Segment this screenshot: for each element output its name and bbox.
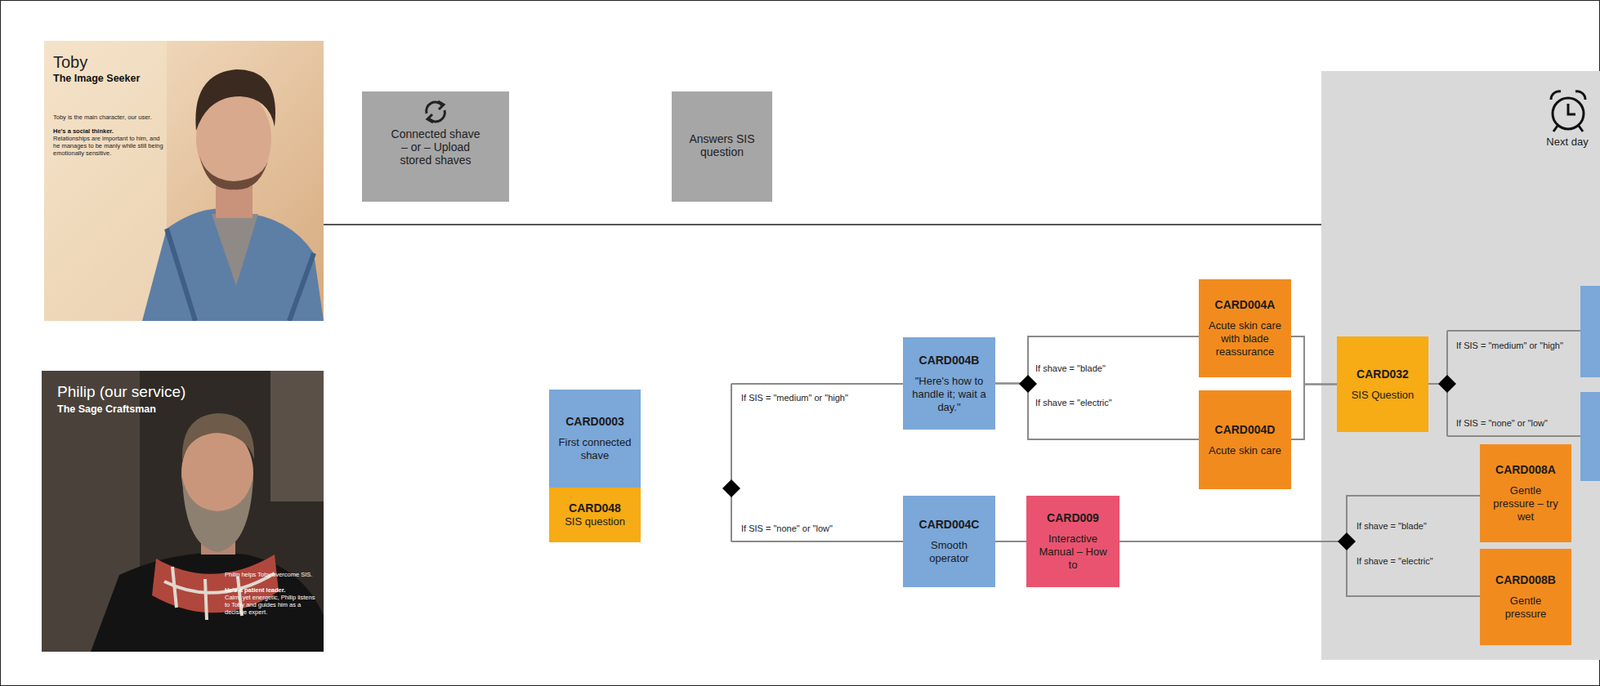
card-body: Acute skin care with blade reassurance	[1206, 319, 1283, 359]
edge-label: If shave = "electric"	[1356, 556, 1434, 567]
clock-face	[1552, 98, 1584, 130]
connector	[1291, 384, 1337, 441]
refresh-head	[437, 101, 444, 110]
alarm-clock-icon	[1550, 91, 1586, 132]
card-body: Gentle pressure	[1488, 594, 1564, 622]
content-card: CARD004C Smooth operator	[902, 496, 996, 588]
persona-note: He's a patient leader.	[224, 586, 323, 595]
persona-note: Toby is the main character, our user.	[53, 113, 176, 121]
timeline	[323, 223, 1322, 226]
decision-diamond	[1337, 532, 1356, 551]
branch-label: If SIS = "none" or "low"	[741, 523, 833, 534]
persona-name: Toby	[53, 52, 299, 72]
connector	[995, 540, 1027, 543]
persona-note: Relationships are important to him, and …	[53, 134, 168, 157]
branch-label: If SIS = "medium" or "high"	[741, 393, 849, 403]
persona-photo: TobyThe Image SeekerToby is the main cha…	[44, 40, 324, 322]
edge-label: If shave = "blade"	[1035, 363, 1106, 374]
refresh-arc	[426, 102, 443, 114]
illustration-shape	[182, 477, 254, 553]
persona-note: Calm, yet energetic, Philip listens to T…	[224, 594, 320, 617]
cut-off-card	[1580, 392, 1600, 482]
illustration-shape	[195, 69, 276, 131]
step-text: Answers SIS question	[681, 132, 764, 159]
connector	[995, 384, 1199, 441]
illustration-shape	[270, 370, 324, 502]
illustration-shape	[90, 553, 324, 653]
card-body: Acute skin care	[1208, 444, 1282, 458]
connector	[1119, 541, 1480, 597]
content-card: CARD004B "Here's how to handle it; wait a…	[902, 337, 996, 430]
step-text: Connected shave – or – Upload stored sha…	[389, 127, 482, 167]
card-body: Interactive Manual – How to	[1034, 532, 1112, 573]
card-body: "Here's how to handle it; wait a day."	[911, 375, 988, 415]
persona-role: The Image Seeker	[53, 72, 299, 85]
connector	[1119, 496, 1480, 542]
clock-hands	[1568, 103, 1576, 115]
illustration-shape	[142, 209, 324, 322]
decision-wire	[1428, 330, 1581, 437]
decision-diamond	[1018, 375, 1037, 394]
step-box: Answers SIS question	[671, 91, 773, 202]
persona-name: Philip (our service)	[57, 383, 303, 403]
connector	[1291, 336, 1337, 385]
edge-label: If shave = "blade"	[1356, 521, 1427, 532]
content-card: CARD008A Gentle pressure – try wet	[1479, 444, 1572, 543]
branch-label: If SIS = "none" or "low"	[1456, 418, 1548, 429]
clock-legs	[1553, 125, 1583, 132]
refresh-head	[427, 114, 434, 123]
branch-label: If SIS = "medium" or "high"	[1456, 340, 1564, 351]
step-box: Connected shave – or – Upload stored sha…	[362, 91, 510, 202]
clock-bell	[1550, 91, 1561, 100]
content-card: CARD004A Acute skin care with blade reass…	[1198, 279, 1292, 378]
card-id: CARD009	[1046, 511, 1100, 525]
card-id: CARD032	[1356, 367, 1409, 381]
clock-bell	[1575, 91, 1586, 100]
content-card: CARD004D Acute skin care	[1198, 390, 1292, 490]
card-id: CARD004D	[1215, 423, 1276, 437]
content-card: CARD0003First connected shave	[549, 389, 641, 488]
card-id: CARD004A	[1215, 298, 1276, 312]
illustration-shape	[41, 370, 324, 653]
card-id: CARD004C	[919, 518, 980, 532]
time-band: Next dayCARD032SIS QuestionCARD008A Gentl…	[1321, 71, 1600, 661]
illustration-shape	[211, 214, 259, 287]
card-body: SIS Question	[1351, 388, 1415, 403]
content-card: CARD048SIS question	[549, 487, 641, 543]
refresh-icon	[426, 101, 446, 123]
refresh-arc	[429, 110, 445, 122]
card-id: CARD008A	[1495, 463, 1556, 477]
connector	[995, 336, 1199, 385]
card-id: CARD008B	[1495, 573, 1556, 587]
card-body: First connected shave	[557, 436, 633, 463]
card-id: CARD048	[568, 501, 622, 515]
card-id: CARD004B	[919, 353, 980, 367]
illustration-shape	[199, 155, 270, 190]
edge-label: If shave = "electric"	[1035, 397, 1113, 408]
content-card: CARD032SIS Question	[1336, 336, 1429, 433]
card-body: Smooth operator	[911, 539, 988, 566]
persona-note: He's a social thinker.	[53, 127, 176, 135]
decision-wire	[731, 384, 903, 542]
content-card: CARD008B Gentle pressure	[1479, 549, 1572, 646]
persona-role: The Sage Craftsman	[57, 403, 303, 416]
cut-off-card	[1580, 286, 1600, 378]
illustration-shape	[182, 413, 255, 461]
persona-note: Philip helps Toby overcome SIS.	[224, 571, 323, 579]
band-label: Next day	[1538, 136, 1596, 148]
decision-diamond	[1438, 375, 1457, 394]
persona-photo: Philip (our service)The Sage CraftsmanPh…	[41, 370, 324, 653]
card-id: CARD0003	[565, 415, 625, 429]
card-body: SIS question	[564, 515, 626, 529]
illustration-shape	[44, 40, 324, 322]
illustration-shape	[166, 228, 314, 322]
decision-diamond	[722, 479, 741, 498]
card-body: Gentle pressure – try wet	[1488, 484, 1564, 524]
content-card: CARD009Interactive Manual – How to	[1026, 496, 1120, 588]
